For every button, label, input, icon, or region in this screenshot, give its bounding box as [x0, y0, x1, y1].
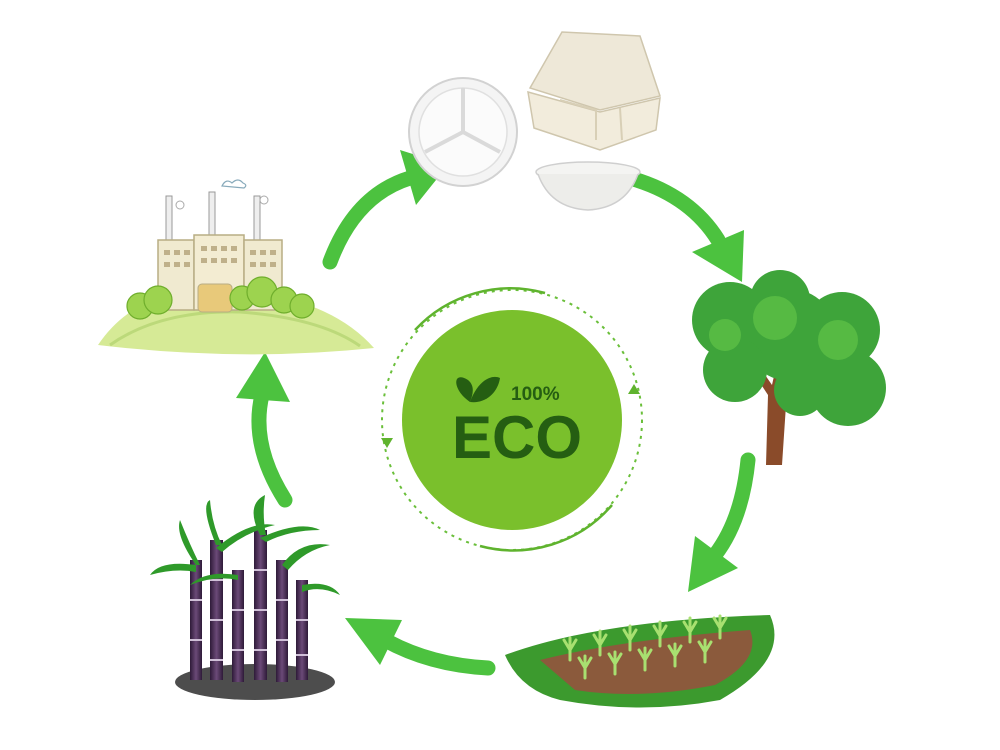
plate-icon [408, 77, 518, 187]
badge-dotted-ring [381, 289, 643, 551]
badge-circle [402, 310, 622, 530]
arrow-tableware-to-tree [622, 170, 744, 282]
bowl-icon [535, 161, 641, 211]
clamshell-box-icon [527, 31, 661, 151]
badge-eco-label: ECO [452, 404, 582, 471]
tableware-icon [408, 31, 661, 211]
badge-percent-label: 100% [511, 384, 560, 405]
leaf-icon [456, 376, 500, 403]
factory-icon [98, 179, 374, 355]
badge-ring-arc-bottom [479, 504, 613, 552]
cloud-icon [221, 179, 247, 189]
sugarcane-icon [150, 495, 340, 700]
ring-arrowhead-left [381, 438, 393, 448]
ring-arrowhead-right [628, 384, 640, 394]
eco-badge: 100% ECO [381, 287, 643, 552]
arrow-tree-to-field [688, 452, 756, 592]
arrow-sugarcane-to-factory [236, 352, 293, 508]
tree-icon [692, 270, 886, 465]
field-icon [505, 614, 775, 708]
badge-ring-arc-top [414, 287, 546, 331]
arrow-field-to-sugarcane [345, 618, 496, 676]
